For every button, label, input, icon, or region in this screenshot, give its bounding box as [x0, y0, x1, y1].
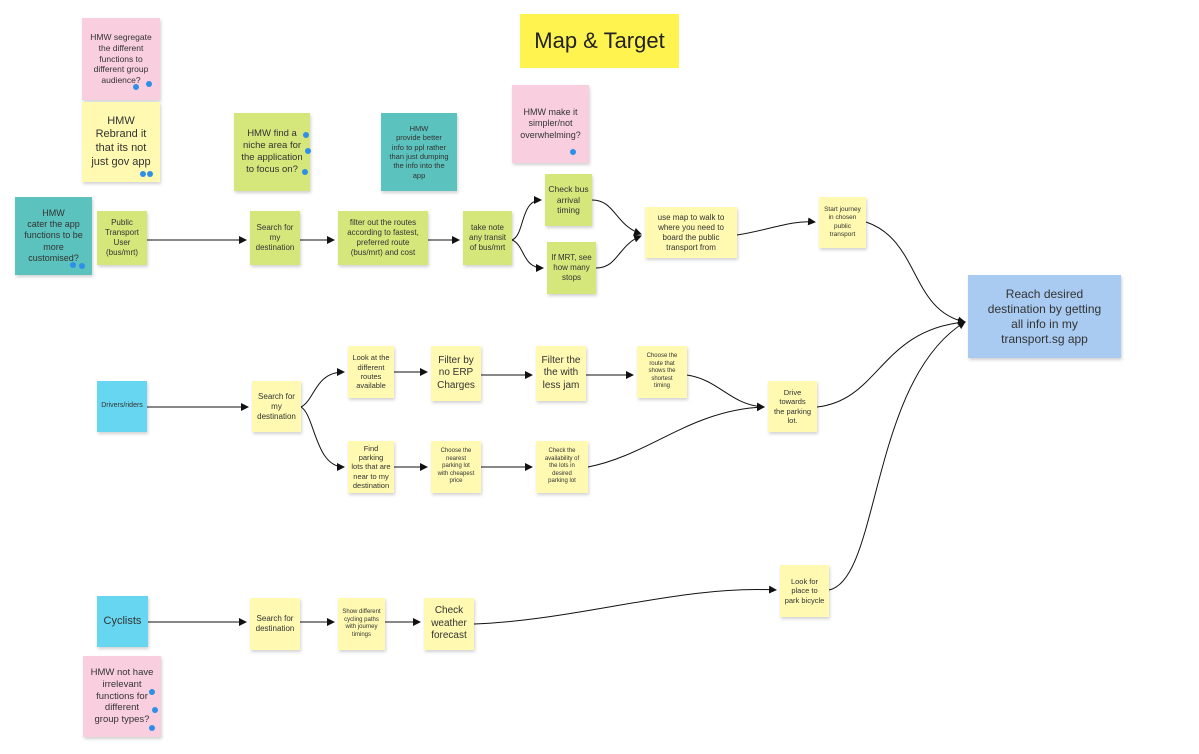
comment-dot-icon [140, 171, 146, 177]
sticky-note-cy-search[interactable]: Search for destination [250, 598, 300, 650]
sticky-note-hmw-cater[interactable]: HMW cater the app functions to be more c… [15, 197, 92, 275]
sticky-note-hmw-simpler[interactable]: HMW make it simpler/not overwhelming? [512, 85, 589, 163]
sticky-note-pt-use-map[interactable]: use map to walk to where you need to boa… [645, 207, 737, 258]
connector [300, 368, 345, 408]
comment-dot-icon [147, 171, 153, 177]
sticky-note-dr-check-availability[interactable]: Check the availability of the lots in de… [536, 441, 588, 493]
sticky-note-hmw-better-info[interactable]: HMW provide better info to ppl rather th… [381, 113, 457, 191]
sticky-note-pt-if-mrt[interactable]: If MRT, see how many stops [547, 242, 596, 294]
comment-dot-icon [570, 149, 576, 155]
comment-dot-icon [305, 148, 311, 154]
sticky-note-hmw-rebrand[interactable]: HMW Rebrand it that its not just gov app [82, 102, 160, 182]
sticky-note-drivers-riders[interactable]: Drivers/riders [97, 381, 147, 432]
sticky-note-cyclists[interactable]: Cyclists [97, 596, 148, 647]
sticky-note-cy-show-paths[interactable]: Show different cycling paths with journe… [338, 598, 385, 650]
sticky-note-cy-weather[interactable]: Check weather forecast [424, 598, 474, 650]
sticky-note-pt-check-bus[interactable]: Check bus arrival timing [545, 174, 592, 226]
connector [591, 199, 642, 236]
sticky-note-hmw-irrelevant[interactable]: HMW not have irrelevant functions for di… [83, 656, 161, 737]
board-title: Map & Target [520, 14, 679, 68]
connector [865, 221, 966, 325]
sticky-note-goal[interactable]: Reach desired destination by getting all… [968, 275, 1121, 358]
connector [473, 585, 777, 625]
comment-dot-icon [146, 81, 152, 87]
sticky-note-public-transport-user[interactable]: Public Transport User (bus/mrt) [97, 211, 147, 265]
comment-dot-icon [133, 84, 139, 90]
sticky-note-dr-filter-erp[interactable]: Filter by no ERP Charges [431, 346, 481, 401]
sticky-note-dr-find-parking[interactable]: Find parking lots that are near to my de… [348, 441, 394, 493]
sticky-note-dr-filter-jam[interactable]: Filter the the with less jam [536, 346, 586, 401]
sticky-note-pt-take-note[interactable]: take note any transit of bus/mrt [463, 211, 512, 265]
comment-dot-icon [149, 725, 155, 731]
sticky-note-hmw-niche[interactable]: HMW find a niche area for the applicatio… [234, 113, 310, 191]
sticky-note-dr-choose-parking[interactable]: Choose the nearest parking lot with chea… [431, 441, 481, 493]
comment-dot-icon [149, 689, 155, 695]
comment-dot-icon [302, 169, 308, 175]
comment-dot-icon [152, 707, 158, 713]
connector [828, 321, 966, 591]
comment-dot-icon [303, 132, 309, 138]
connector [736, 217, 816, 236]
connector [686, 374, 765, 411]
sticky-note-pt-search[interactable]: Search for my destination [250, 211, 300, 265]
connector [511, 196, 542, 241]
sticky-note-pt-start-journey[interactable]: Start journey in chosen public transport [819, 197, 866, 248]
connector [300, 406, 345, 471]
connector [587, 403, 765, 468]
sticky-note-cy-park-bicycle[interactable]: Look for place to park bicycle [780, 565, 829, 617]
connector [511, 239, 544, 272]
sticky-note-hmw-segregate[interactable]: HMW segregate the different functions to… [82, 18, 160, 100]
sticky-note-dr-drive[interactable]: Drive towards the parking lot. [768, 381, 817, 432]
comment-dot-icon [70, 262, 76, 268]
connector [816, 318, 966, 408]
comment-dot-icon [79, 263, 85, 269]
sticky-note-dr-choose-route[interactable]: Choose the route that shows the shortest… [637, 346, 687, 398]
connector [595, 234, 642, 269]
sticky-note-dr-look-routes[interactable]: Look at the different routes available [348, 346, 394, 398]
sticky-note-pt-filter[interactable]: filter out the routes according to faste… [338, 211, 428, 265]
sticky-note-dr-search[interactable]: Search for my destination [252, 381, 301, 432]
